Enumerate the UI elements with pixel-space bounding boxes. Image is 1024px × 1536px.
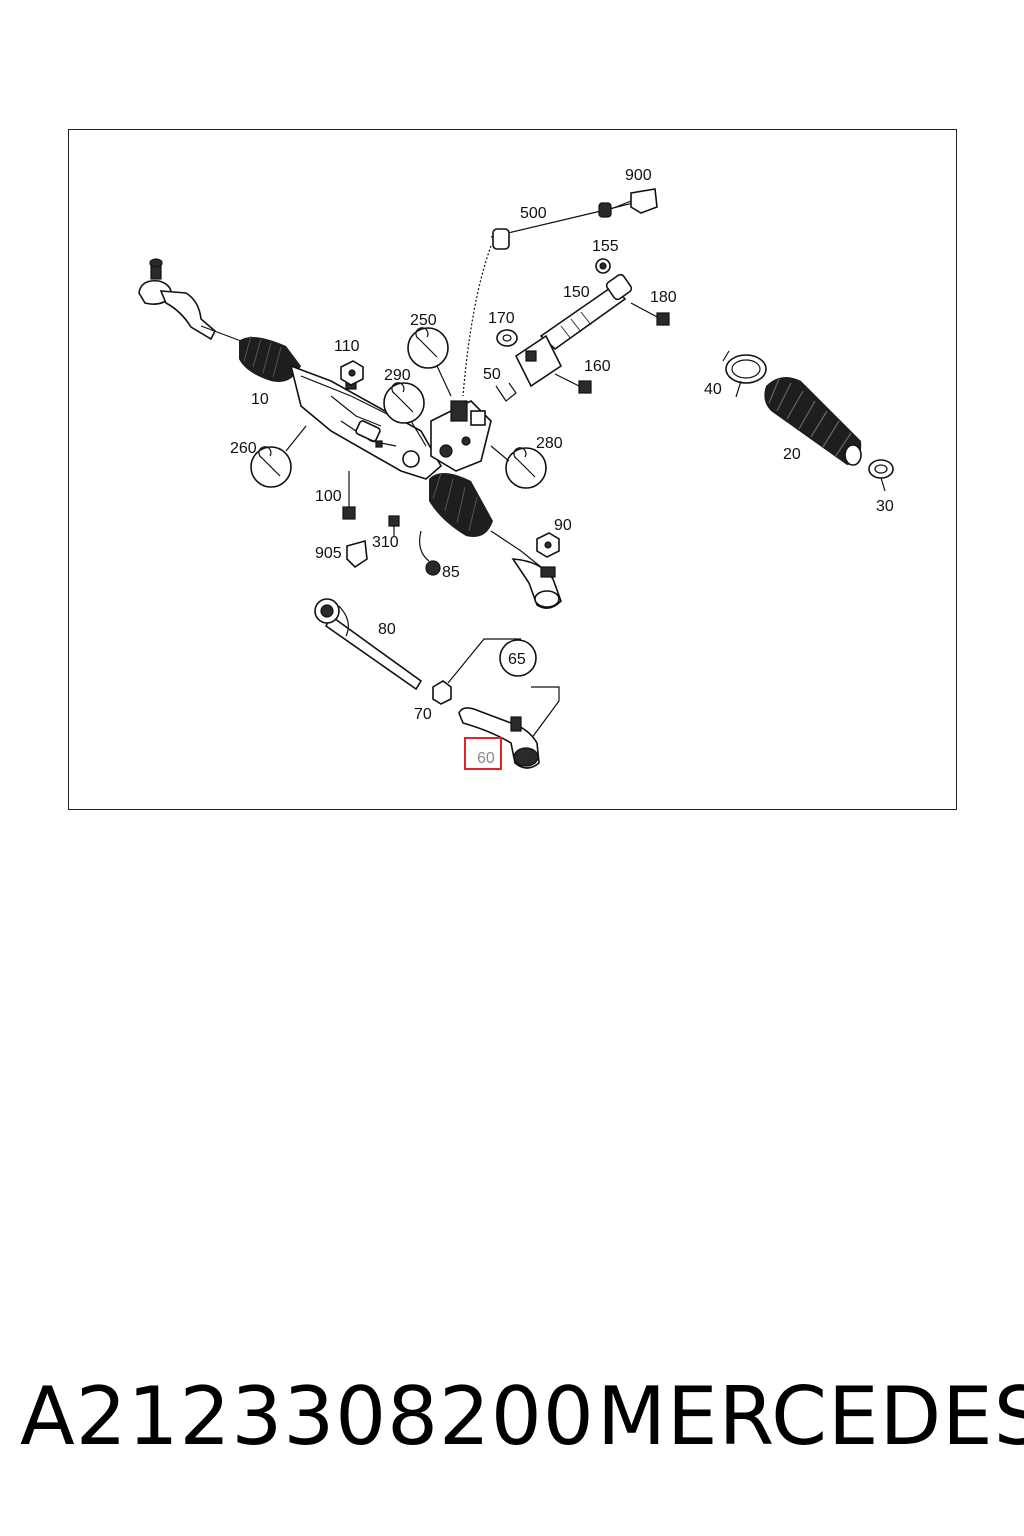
callout-40[interactable]: 40 xyxy=(704,381,722,398)
nut-110 xyxy=(340,360,364,386)
intermediate-shaft-150 xyxy=(514,273,633,388)
callout-10[interactable]: 10 xyxy=(251,391,269,408)
callout-150[interactable]: 150 xyxy=(563,284,590,301)
clamp-40 xyxy=(722,350,767,398)
bolt-160 xyxy=(554,373,592,394)
callout-70[interactable]: 70 xyxy=(414,706,432,723)
callout-100[interactable]: 100 xyxy=(315,488,342,505)
clamp-30 xyxy=(868,459,894,492)
clip-905 xyxy=(346,539,368,569)
clip-900 xyxy=(610,188,658,214)
brand-name: MERCEDES xyxy=(597,1370,1024,1463)
callout-250[interactable]: 250 xyxy=(410,312,437,329)
tie-rod-end-left xyxy=(138,258,242,342)
rack-boot-right xyxy=(429,472,493,537)
bolt-100 xyxy=(342,471,356,520)
nut-90 xyxy=(536,532,560,558)
callout-30[interactable]: 30 xyxy=(876,498,894,515)
bolt-180 xyxy=(630,302,670,326)
valve-block xyxy=(430,400,492,472)
callout-65[interactable]: 65 xyxy=(508,651,526,668)
steering-boot-20 xyxy=(764,377,862,466)
steering-rack-diagram: 900 500 155 150 180 250 170 110 290 50 1… xyxy=(138,167,894,770)
highlight-box-60 xyxy=(464,737,502,770)
callout-60[interactable]: 60 xyxy=(477,750,495,767)
footer: A2123308200 MERCEDES xyxy=(0,1370,1024,1470)
callout-80[interactable]: 80 xyxy=(378,621,396,638)
callout-110[interactable]: 110 xyxy=(334,338,360,355)
callout-170[interactable]: 170 xyxy=(488,310,515,327)
callout-905[interactable]: 905 xyxy=(315,545,342,562)
callout-290[interactable]: 290 xyxy=(384,367,411,384)
tie-rod-end-right xyxy=(490,530,562,609)
torque-spanner-icon-290 xyxy=(383,382,425,424)
parts-diagram-frame: 900 500 155 150 180 250 170 110 290 50 1… xyxy=(68,129,957,810)
part-number: A2123308200 xyxy=(20,1370,595,1463)
outer-tie-rod-end-60 xyxy=(458,707,540,769)
torque-spanner-icon-260 xyxy=(250,446,292,488)
callout-310[interactable]: 310 xyxy=(372,534,399,551)
callout-260[interactable]: 260 xyxy=(230,440,257,457)
inner-tie-rod-80 xyxy=(314,598,423,691)
callout-280[interactable]: 280 xyxy=(536,435,563,452)
callout-90[interactable]: 90 xyxy=(554,517,572,534)
callout-50[interactable]: 50 xyxy=(483,366,501,383)
torque-spanner-icon-250 xyxy=(407,327,449,369)
callout-180[interactable]: 180 xyxy=(650,289,677,306)
callout-155[interactable]: 155 xyxy=(592,238,619,255)
nut-155 xyxy=(595,258,611,274)
kit-bracket-65 xyxy=(447,638,560,740)
torque-spanner-icon-280 xyxy=(505,447,547,489)
callout-160[interactable]: 160 xyxy=(584,358,611,375)
callout-20[interactable]: 20 xyxy=(783,446,801,463)
callout-500[interactable]: 500 xyxy=(520,205,547,222)
callout-900[interactable]: 900 xyxy=(625,167,652,184)
nut-70 xyxy=(432,680,452,705)
line-500 xyxy=(462,200,642,397)
nut-85 xyxy=(419,530,441,576)
bracket-50 xyxy=(495,382,517,402)
washer-170 xyxy=(496,329,518,347)
callout-85[interactable]: 85 xyxy=(442,564,460,581)
steering-rack-housing xyxy=(239,335,443,480)
screw-310 xyxy=(388,515,400,536)
